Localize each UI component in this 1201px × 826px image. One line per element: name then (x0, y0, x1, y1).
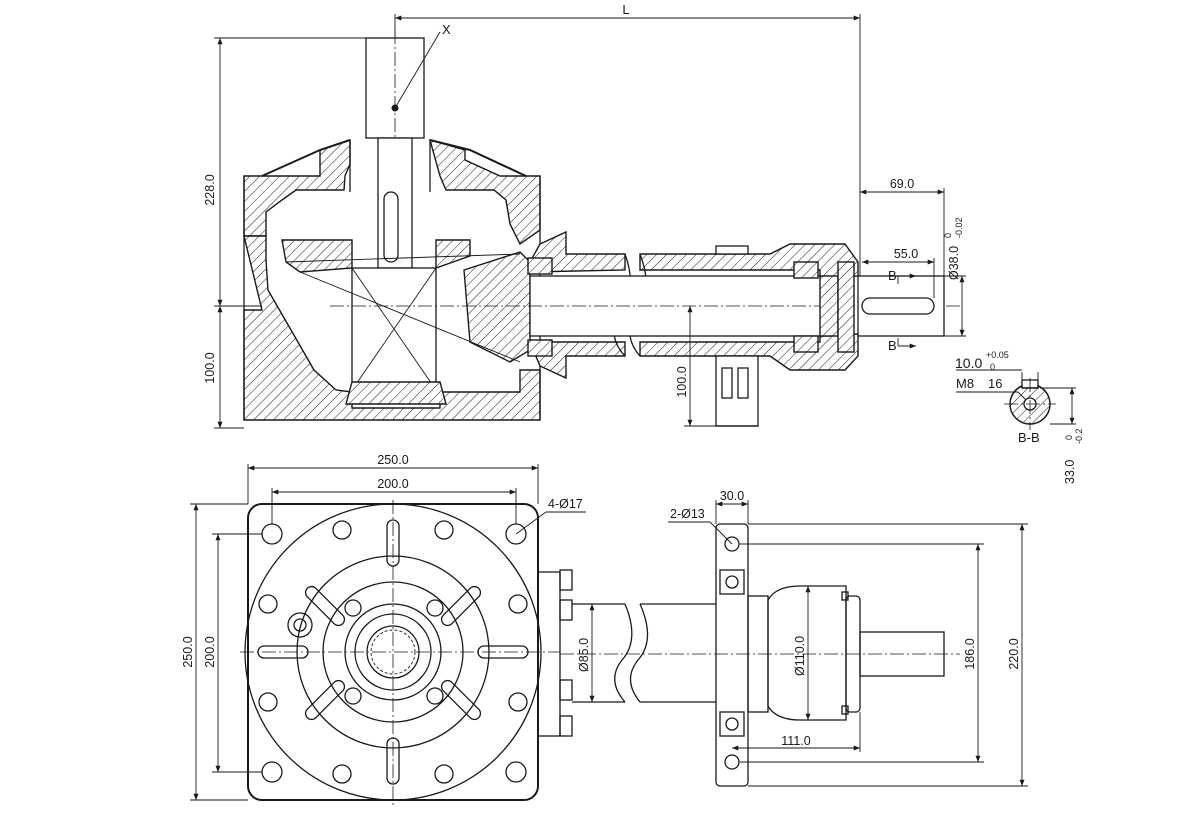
bolt-spacing-y-dim: 200.0 (203, 636, 217, 667)
square-flange (240, 500, 560, 806)
mounting-hole-tl (261, 523, 283, 545)
key-height-dim: 33.0 (1063, 460, 1077, 484)
thread-depth-label: 16 (988, 376, 1002, 391)
bolt-spacing-x-dim: 200.0 (377, 477, 408, 491)
key-height-tol-upper: 0 (1064, 435, 1074, 440)
plan-view: 250.0 200.0 4-Ø17 250.0 200.0 Ø85.0 (181, 453, 1028, 806)
side-pinion-housing (537, 569, 573, 737)
height-upper-dim: 228.0 (203, 174, 217, 205)
tube-diameter-dim: Ø85.0 (577, 638, 591, 672)
vertical-shaft-core (345, 137, 447, 405)
bracket-hole-top (724, 536, 740, 552)
top-view-dimensions: L X 228.0 100.0 100.0 69.0 55.0 (203, 2, 966, 429)
height-lower-dim: 100.0 (203, 352, 217, 383)
key-height-tol-lower: -0.2 (1074, 428, 1084, 444)
plan-bearing-housing (560, 585, 960, 721)
pinion-bevel-gear (285, 251, 531, 363)
mounting-holes-label: 4-Ø17 (548, 497, 583, 511)
thread-label: M8 (956, 376, 974, 391)
mounting-hole-br (505, 761, 527, 783)
tube-bearing-right (793, 261, 855, 353)
bracket-width-dim: 30.0 (720, 489, 744, 503)
output-tube (330, 230, 960, 427)
bracket-offset-dim: 111.0 (781, 734, 810, 748)
bracket-height-dim: 220.0 (1007, 638, 1021, 669)
shaft-end-length-dim: 69.0 (890, 177, 914, 191)
bracket-hole-spacing-dim: 186.0 (963, 638, 977, 669)
foot-height-dim: 100.0 (675, 366, 689, 397)
gearbox-housing (243, 138, 541, 421)
side-section-view: L X 228.0 100.0 100.0 69.0 55.0 (203, 2, 966, 429)
mounting-hole-bl (261, 761, 283, 783)
section-bb-view: 10.0 +0.05 0 M8 16 B-B 33.0 0 -0.2 (955, 350, 1084, 484)
section-bb-title: B-B (1018, 430, 1040, 445)
section-marker-bottom: B (888, 338, 897, 353)
plan-view-dimensions: 250.0 200.0 4-Ø17 250.0 200.0 Ø85.0 (181, 453, 1028, 801)
key-width-tol-lower: 0 (990, 362, 995, 372)
shaft-marker-label: X (442, 22, 451, 37)
plan-mounting-bracket (715, 523, 769, 787)
flange-height-dim: 250.0 (181, 636, 195, 667)
bracket-hole-bottom (724, 754, 740, 770)
shaft-diameter-dim: Ø38.0 (947, 246, 961, 280)
section-marker-top: B (888, 268, 897, 283)
flange-width-dim: 250.0 (377, 453, 408, 467)
bracket-holes-label: 2-Ø13 (670, 507, 705, 521)
plan-output-tube (572, 603, 716, 703)
shaft-diameter-tol-lower: -0.02 (954, 217, 964, 238)
tube-bearing-left (527, 257, 553, 357)
key-length-dim: 55.0 (894, 247, 918, 261)
key-width-dim: 10.0 (955, 355, 982, 371)
crown-bevel-gear (281, 239, 471, 273)
bearing-diameter-dim: Ø110.0 (793, 636, 807, 676)
overall-length-label: L (622, 2, 629, 17)
key-width-tol-upper: +0.05 (986, 350, 1009, 360)
shaft-diameter-tol-upper: 0 (943, 233, 953, 238)
mounting-bracket-foot (715, 355, 759, 427)
